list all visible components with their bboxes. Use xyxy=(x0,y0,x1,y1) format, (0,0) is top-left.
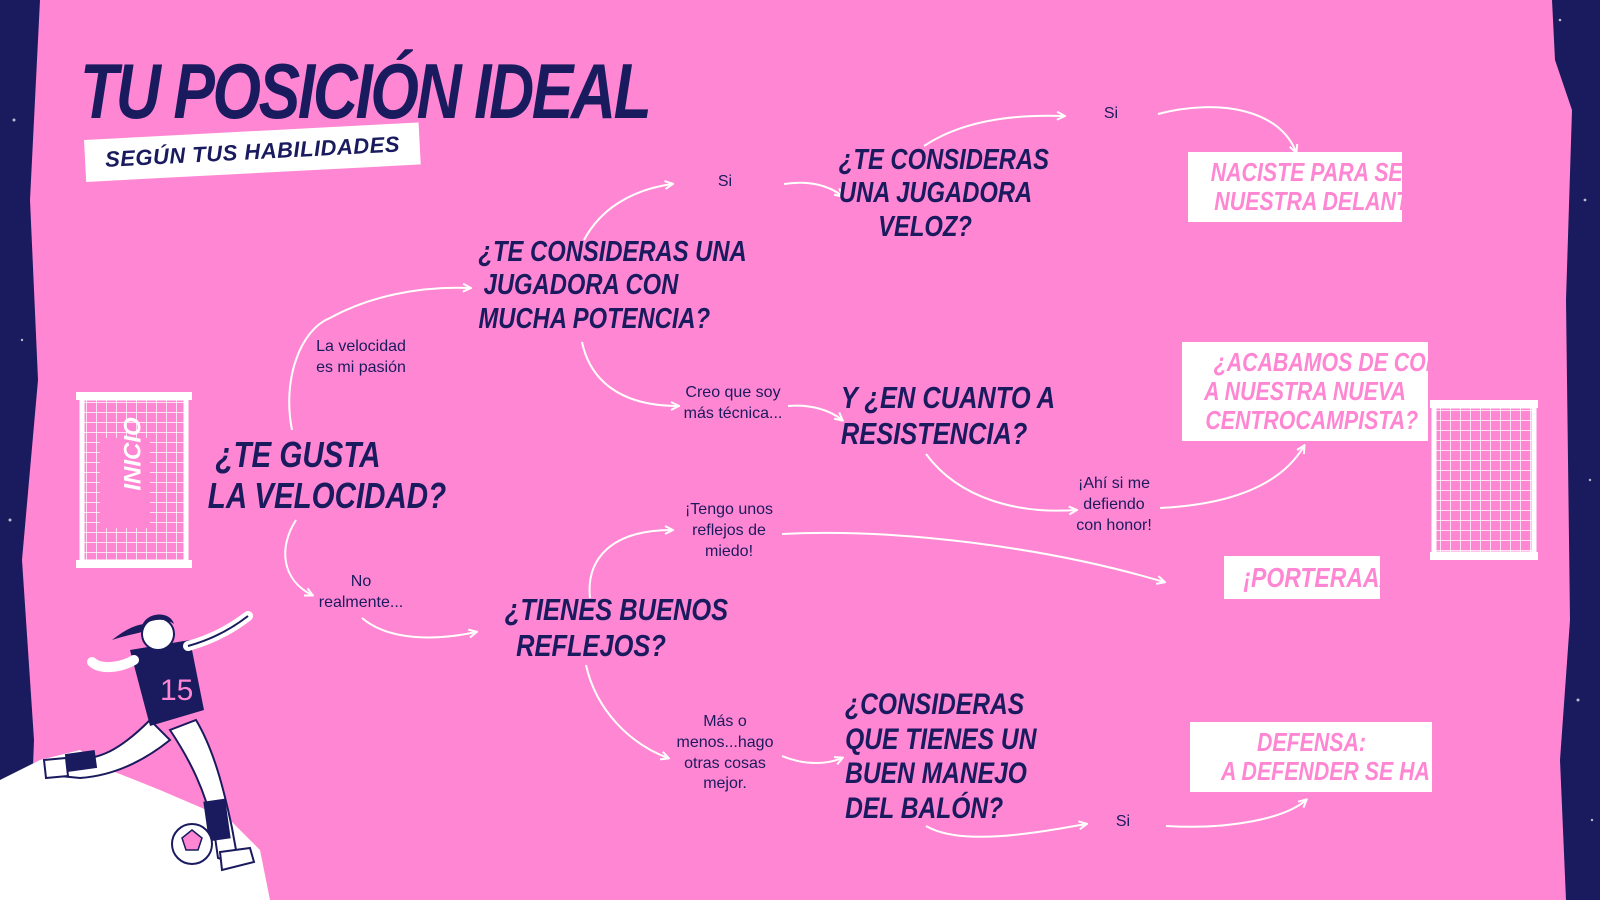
goal-net-icon xyxy=(1430,400,1538,560)
answer-veloz-si: Si xyxy=(1103,105,1119,122)
answer-manejo-si: Si xyxy=(1115,813,1131,830)
soccer-ball-icon xyxy=(171,823,213,865)
pink-panel xyxy=(22,0,1572,900)
arrow-icon xyxy=(925,453,1076,511)
arrow-icon xyxy=(781,531,1164,582)
arrow-icon xyxy=(284,519,312,595)
arrow-icon xyxy=(583,184,672,241)
result-portera: ¡PORTERAAAA! xyxy=(1224,556,1420,600)
arrow-icon xyxy=(581,341,678,406)
result-defensa: DEFENSA:A DEFENDER SE HA DICHO xyxy=(1190,722,1504,793)
answer-potencia-si: Si xyxy=(717,173,733,190)
arrow-icon xyxy=(783,181,842,196)
arrow-icon xyxy=(787,404,842,420)
soccer-player-illustration: 15 xyxy=(0,611,270,900)
arrow-icon xyxy=(923,116,1064,147)
arrow-icon xyxy=(781,755,842,763)
arrow-icon xyxy=(361,617,476,639)
jersey-number: 15 xyxy=(160,674,193,707)
page-title: TU POSICIÓN IDEAL xyxy=(80,47,652,135)
goal-net-icon xyxy=(76,392,192,568)
arrow-icon xyxy=(925,824,1086,838)
arrow-icon xyxy=(588,530,672,599)
arrow-icon xyxy=(288,288,470,431)
arrow-icon xyxy=(585,664,668,758)
